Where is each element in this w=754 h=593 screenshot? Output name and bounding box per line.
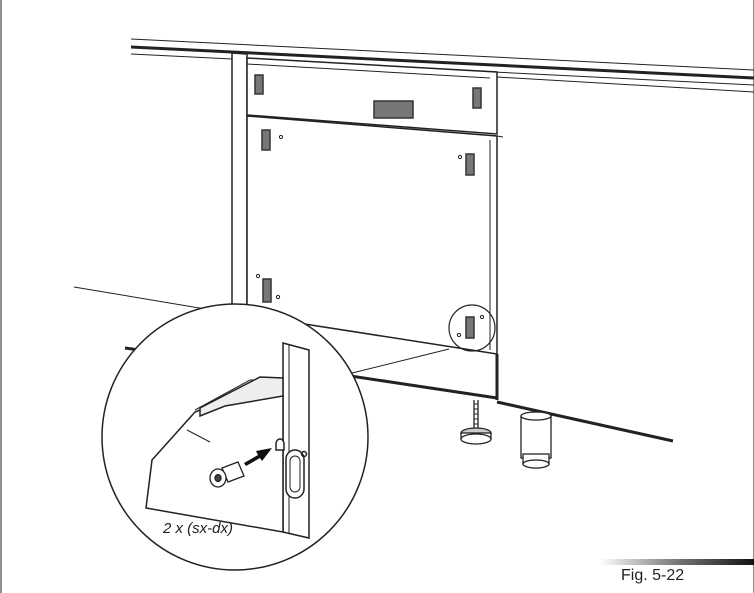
left-cabinet-side <box>231 52 248 316</box>
strip-handle-recess <box>373 100 414 119</box>
figure-label: Fig. 5-22 <box>621 567 685 584</box>
bracket-top-left <box>261 129 271 151</box>
insert-arrow-icon <box>244 448 272 466</box>
door-panel <box>246 115 504 355</box>
bracket-bottom-right <box>465 316 475 339</box>
fixing-screw <box>209 461 245 488</box>
adjustable-foot-right <box>520 411 552 469</box>
adjustable-foot-left <box>460 400 492 445</box>
bracket-slot-detail <box>285 449 305 499</box>
strip-clip-right <box>472 87 482 109</box>
bracket-top-right <box>465 153 475 176</box>
detail-callout-marker <box>448 304 496 352</box>
quantity-note: 2 x (sx-dx) <box>163 520 234 537</box>
strip-clip-left <box>254 74 264 95</box>
detail-view <box>101 303 369 571</box>
control-panel-strip <box>246 57 498 135</box>
bracket-bottom-left <box>262 278 272 303</box>
figure-label-bar <box>600 559 754 565</box>
